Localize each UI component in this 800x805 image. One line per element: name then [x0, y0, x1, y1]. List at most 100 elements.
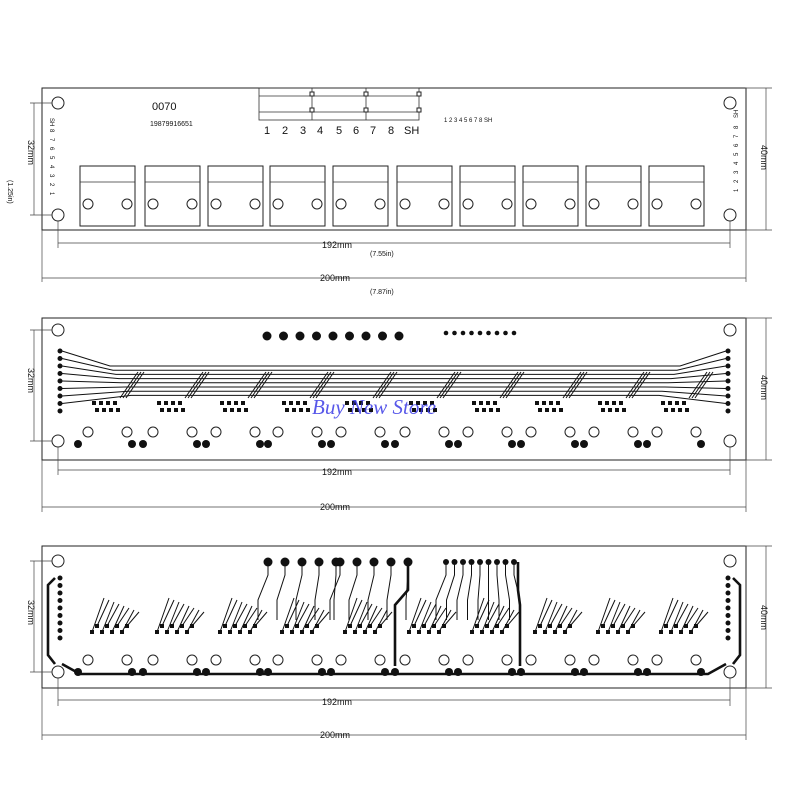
jack-body — [144, 165, 201, 227]
pad — [193, 440, 201, 448]
fanout-trace — [433, 607, 447, 627]
pad — [445, 440, 453, 448]
fanout-trace — [219, 597, 233, 633]
branch-trace — [631, 371, 651, 399]
header-pin — [57, 401, 63, 406]
fanout-trace — [423, 603, 437, 627]
fanout-trace — [539, 599, 553, 627]
smd-pad — [306, 408, 310, 412]
branch-trace — [688, 371, 708, 399]
pad — [264, 440, 272, 448]
fanout-trace — [622, 607, 636, 627]
branch-trace — [565, 371, 585, 399]
jack-pin — [564, 198, 576, 210]
smd-pad — [430, 401, 434, 405]
pad — [139, 668, 147, 676]
header-pin — [57, 348, 63, 354]
smd-pad — [668, 401, 672, 405]
mounting-hole-tl — [51, 554, 65, 568]
smd-pad — [285, 408, 289, 412]
ground-trace — [393, 562, 410, 666]
phone-text: 19879916651 — [150, 121, 193, 128]
fanout-trace — [665, 599, 679, 627]
smd-pad — [482, 408, 486, 412]
bus-trace — [61, 350, 727, 367]
dip-label-8: 8 — [388, 125, 394, 137]
fanout-trace — [96, 599, 110, 627]
svg-text:5: 5 — [734, 152, 740, 156]
pad — [139, 440, 147, 448]
smd-pad — [601, 408, 605, 412]
pad — [452, 330, 457, 336]
jack-footprint — [264, 597, 330, 676]
branch-trace — [190, 371, 210, 399]
branch-trace — [119, 371, 139, 399]
smd-pad — [220, 401, 224, 405]
jack-footprint — [454, 371, 525, 448]
jack-pin — [501, 198, 513, 210]
header-pin — [57, 386, 63, 391]
branch-trace — [502, 371, 522, 399]
pad — [445, 668, 453, 676]
header-pin — [725, 378, 731, 384]
pad — [511, 330, 517, 336]
branch-trace — [187, 371, 207, 399]
jack-pin — [651, 426, 663, 438]
header-pin — [725, 401, 731, 406]
smd-pad — [345, 401, 349, 405]
jack-pin — [335, 426, 347, 438]
header-pin — [57, 635, 63, 641]
branch-trace — [505, 371, 525, 399]
smd-pad — [234, 401, 238, 405]
signal-trace — [276, 562, 286, 620]
jack-footprint — [264, 371, 335, 448]
jack-pin — [438, 426, 450, 438]
mounting-hole-bl — [51, 208, 65, 222]
mounting-hole-tr — [723, 554, 737, 568]
header-pin — [725, 575, 731, 581]
pad — [571, 440, 579, 448]
signal-trace — [456, 562, 464, 620]
smd-pad — [486, 401, 490, 405]
smd-pad — [366, 401, 370, 405]
fanout-trace — [176, 605, 190, 633]
pad — [643, 440, 651, 448]
pad — [381, 440, 389, 448]
signal-trace — [329, 562, 341, 620]
dip-label-sh: SH — [404, 125, 419, 137]
header-pin — [57, 620, 63, 626]
header-pin — [725, 605, 731, 611]
fanout-trace — [690, 609, 704, 633]
svg-text:6: 6 — [48, 147, 54, 151]
smd-pad — [675, 401, 679, 405]
fanout-trace — [244, 607, 258, 627]
fanout-trace — [239, 605, 253, 633]
branch-trace — [247, 371, 267, 399]
rj45-jack — [459, 165, 516, 227]
header-pin — [725, 408, 731, 414]
pad — [256, 668, 264, 676]
smd-pad — [282, 401, 286, 405]
branch-trace — [315, 371, 335, 399]
mounting-hole-br — [723, 434, 737, 448]
board-code: 0070 — [152, 101, 176, 113]
jack-pin — [690, 198, 702, 210]
smd-pad — [664, 408, 668, 412]
header-pin — [57, 371, 63, 376]
pad — [634, 440, 642, 448]
header-pin — [725, 598, 731, 603]
header-pin — [725, 590, 731, 596]
pad — [193, 668, 201, 676]
jack-pin — [210, 654, 222, 666]
jack-pin — [186, 426, 198, 438]
smd-pad — [615, 408, 619, 412]
pad — [634, 668, 642, 676]
fanout-trace — [291, 601, 305, 633]
jack-footprint — [580, 597, 646, 676]
rj45-jack — [332, 165, 389, 227]
branch-trace — [309, 371, 329, 399]
jack-pin — [82, 426, 94, 438]
store-watermark: Buy New Store — [312, 395, 436, 419]
fanout-trace — [534, 597, 548, 633]
